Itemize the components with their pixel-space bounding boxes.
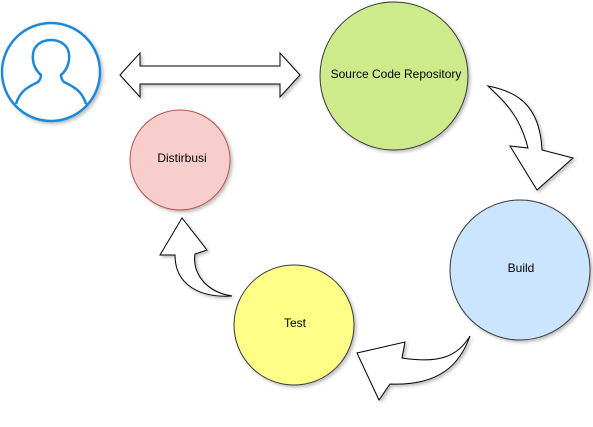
source-circle [319,1,469,151]
source-label: Source Code Repository [331,67,462,81]
test-circle [233,264,355,386]
curved-arrow-build-to-test[interactable] [356,335,471,402]
user-icon[interactable] [0,21,102,123]
source-code-repository-node[interactable]: Source Code Repository [319,1,469,151]
test-node[interactable]: Test [233,264,355,386]
build-circle [449,199,591,341]
build-label: Build [508,261,535,275]
test-label: Test [284,316,307,330]
distribusi-node[interactable]: Distirbusi [129,109,231,211]
curved-arrow-test-to-distribusi[interactable] [159,217,233,297]
build-node[interactable]: Build [449,199,591,341]
double-arrow[interactable] [119,51,301,99]
curved-arrow-source-to-build[interactable] [486,85,575,191]
distribusi-circle [129,109,231,211]
distribusi-label: Distirbusi [157,151,206,165]
